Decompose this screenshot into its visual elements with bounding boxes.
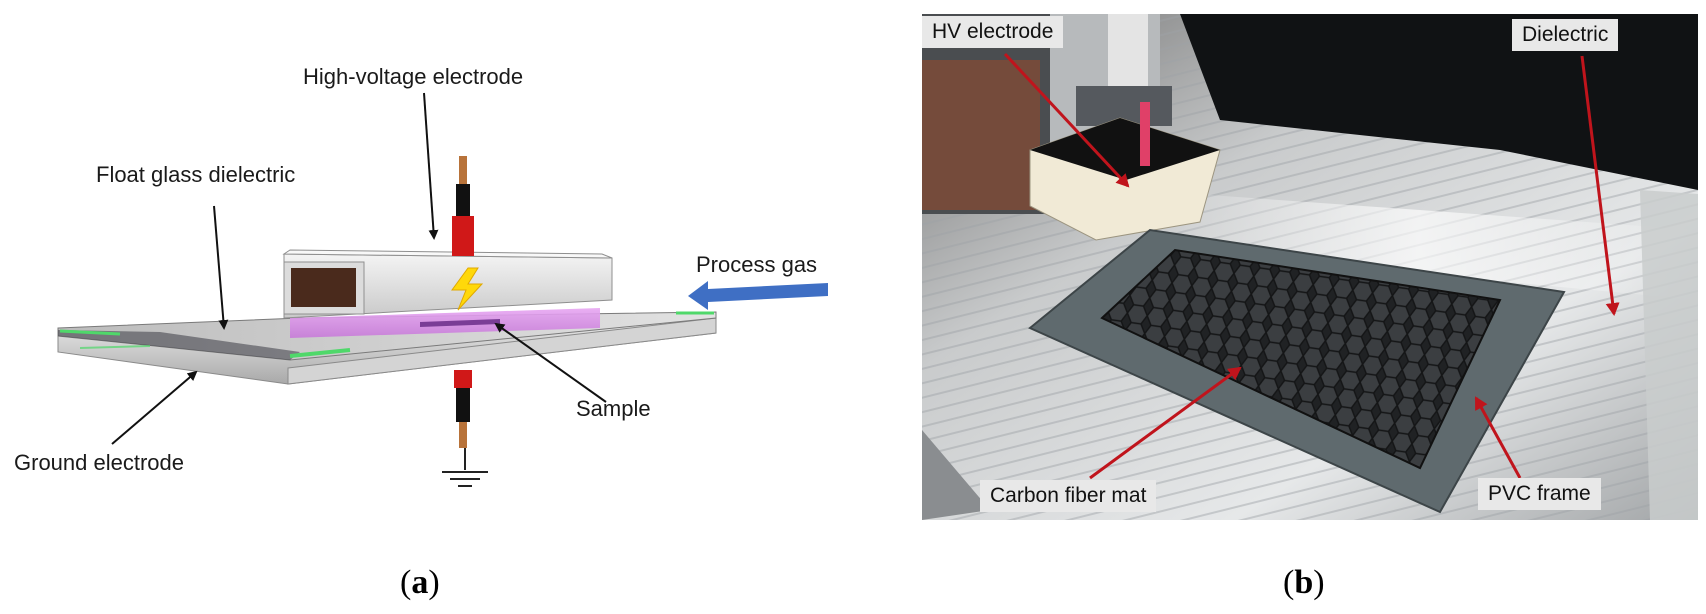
upper-electrode-lead bbox=[452, 156, 474, 256]
leader-hv-electrode bbox=[423, 92, 439, 240]
caption-a: (a) bbox=[400, 564, 440, 601]
label-high-voltage-electrode: High-voltage electrode bbox=[303, 64, 524, 89]
lower-electrode-lead bbox=[454, 370, 472, 448]
arrow-carbon-fiber-mat bbox=[1089, 366, 1242, 480]
sample-piece bbox=[420, 319, 500, 327]
tag-pvc-frame: PVC frame bbox=[1478, 478, 1601, 510]
ground-symbol bbox=[442, 448, 488, 487]
caption-b: (b) bbox=[1283, 564, 1325, 601]
tag-hv-electrode: HV electrode bbox=[922, 16, 1064, 48]
arrow-dielectric bbox=[1580, 55, 1620, 316]
arrow-pvc-frame bbox=[1474, 396, 1522, 479]
label-float-glass-dielectric: Float glass dielectric bbox=[96, 162, 296, 187]
leader-ground-electrode bbox=[111, 370, 198, 445]
lightning-bolt-icon bbox=[451, 267, 484, 311]
leader-float-glass bbox=[213, 205, 229, 330]
label-sample: Sample bbox=[576, 396, 651, 421]
tag-carbon-fiber-mat: Carbon fiber mat bbox=[980, 480, 1157, 512]
tag-dielectric: Dielectric bbox=[1512, 19, 1619, 51]
photo-panel bbox=[922, 14, 1698, 520]
carbon-fiber-mat bbox=[1100, 248, 1502, 470]
arrow-hv-electrode bbox=[1003, 52, 1130, 188]
label-process-gas: Process gas bbox=[696, 252, 818, 277]
hv-electrode-box bbox=[282, 249, 613, 319]
leader-sample bbox=[494, 322, 607, 403]
label-ground-electrode: Ground electrode bbox=[14, 450, 184, 475]
process-gas-arrow bbox=[688, 281, 828, 310]
